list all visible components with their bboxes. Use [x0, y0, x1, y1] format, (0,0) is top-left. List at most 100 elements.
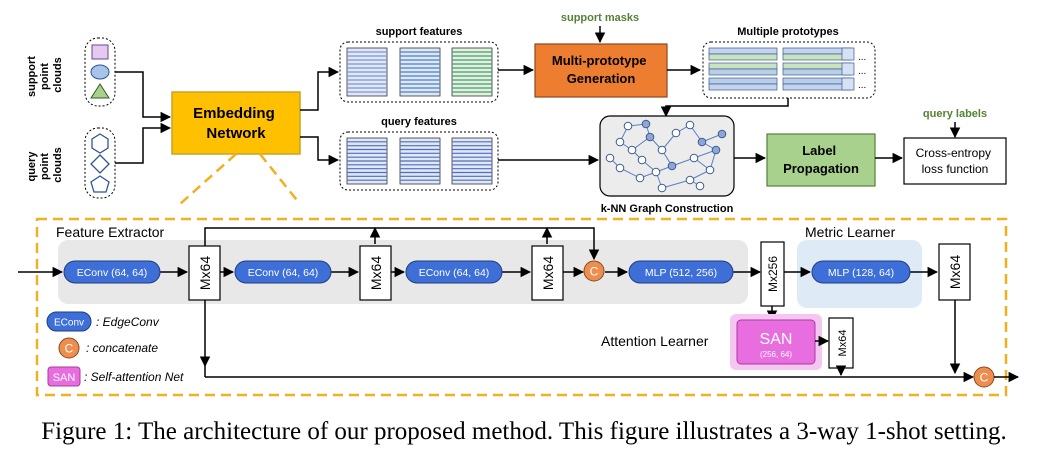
prototype-ellipsis: ... — [858, 66, 866, 77]
legend-econv-text: : EdgeConv — [96, 315, 160, 329]
graph-node — [685, 175, 695, 185]
graph-node — [641, 119, 651, 129]
legend-san-icon-label: SAN — [53, 372, 76, 384]
query-features-label: query features — [381, 116, 457, 128]
legend-econv-icon-label: EConv — [54, 318, 84, 329]
mx64-block-3-label: Mx64 — [540, 256, 556, 290]
embedding-network-title: Embedding Network — [193, 105, 279, 142]
embedding-to-support-features-arrow — [300, 66, 340, 111]
legend-concat-icon — [58, 337, 80, 359]
support-masks-label: support masks — [561, 12, 639, 24]
econv-block-1-label: EConv (64, 64) — [77, 267, 148, 279]
graph-node — [637, 155, 647, 165]
prototype-bar — [708, 77, 778, 85]
graph-node — [685, 120, 695, 130]
prototype-bar — [708, 83, 778, 91]
query-labels-label: query labels — [923, 108, 987, 120]
prototype-bar — [782, 77, 852, 85]
support-feature-stacks — [346, 47, 493, 97]
mlp-128-64-block — [811, 260, 911, 284]
prototype-bar — [782, 62, 852, 70]
label-propagation-box — [766, 133, 876, 187]
econv-block-1 — [63, 260, 161, 284]
graph-node — [615, 137, 625, 147]
graph-node — [635, 173, 645, 183]
graph-node — [615, 163, 625, 173]
multiple-prototypes-group — [702, 41, 876, 99]
mx64-block-1 — [188, 245, 221, 301]
graph-node — [717, 129, 727, 139]
econv-block-2 — [234, 260, 332, 284]
query-features-group — [339, 131, 499, 191]
graph-node — [711, 145, 721, 155]
graph-node — [689, 153, 699, 163]
embedding-to-query-features-arrow — [300, 136, 340, 166]
graph-node — [705, 165, 715, 175]
knn-graph-label: k-NN Graph Construction — [601, 203, 734, 215]
skip-connection-top — [204, 227, 600, 261]
mx64-attention-block-label: Mx64 — [837, 330, 849, 357]
prototype-bar — [708, 47, 778, 55]
label-propagation-title: Label Propagation — [783, 143, 859, 176]
zoom-line-left — [179, 153, 237, 205]
mx64-output-block-label: Mx64 — [947, 255, 963, 289]
graph-node — [695, 181, 705, 191]
query-shapes-group — [84, 127, 116, 199]
prototype-bar — [708, 53, 778, 61]
mx64-block-3 — [531, 245, 564, 301]
concat-node-1 — [583, 260, 605, 282]
prototype-bar — [841, 47, 855, 61]
prototype-bar — [782, 47, 852, 55]
graph-node — [667, 161, 677, 171]
support-features-group — [339, 41, 499, 103]
graph-node — [645, 132, 655, 142]
graph-node — [627, 145, 637, 155]
knn-graph — [605, 119, 727, 193]
graph-node — [697, 137, 707, 147]
knn-graph-box — [599, 115, 735, 197]
loss-function-box — [903, 137, 1007, 185]
query-point-clouds-label: query point clouds — [26, 147, 64, 182]
hexagon-shape-icon — [91, 133, 109, 154]
prototype-ellipsis: ... — [858, 52, 866, 63]
embedding-network-box — [171, 91, 301, 155]
triangle-shape-icon — [90, 83, 110, 99]
pentagon-shape-icon — [90, 175, 110, 193]
support-features-label: support features — [376, 26, 463, 38]
circle-shape-icon — [90, 64, 110, 80]
graph-edge — [661, 179, 691, 189]
legend-san-icon — [47, 366, 81, 387]
prototype-ellipsis: ... — [858, 80, 866, 91]
square-shape-icon — [91, 44, 109, 60]
query-feature-stacks — [346, 137, 493, 185]
mx64-block-1-label: Mx64 — [197, 256, 213, 290]
prototype-bar — [708, 62, 778, 70]
prototype-bar — [782, 83, 852, 91]
graph-node — [671, 128, 681, 138]
metric-learner-label: Metric Learner — [805, 224, 896, 240]
prototype-rows — [708, 47, 855, 91]
graph-node — [623, 121, 633, 131]
prototype-bar — [841, 62, 855, 76]
feature-extractor-label: Feature Extractor — [56, 224, 164, 240]
san-block — [736, 319, 816, 365]
query-to-embedding-arrow — [115, 122, 172, 164]
graph-node — [657, 183, 667, 193]
mx256-block-label: Mx256 — [766, 256, 780, 292]
multiple-prototypes-label: Multiple prototypes — [737, 26, 838, 38]
legend-san-text: : Self-attention Net — [84, 370, 184, 384]
mx64-block-2 — [359, 245, 392, 301]
prototype-bar — [782, 53, 852, 61]
prototype-bar — [841, 77, 855, 91]
architecture-diagram: support point clouds query point clouds … — [18, 12, 1020, 397]
graph-node — [651, 167, 661, 177]
graph-node — [605, 153, 615, 163]
zoom-line-right — [259, 153, 301, 205]
loss-function-title: Cross-entropy loss function — [916, 146, 995, 176]
mlp-512-256-label: MLP (512, 256) — [645, 267, 717, 279]
econv-block-3-label: EConv (64, 64) — [419, 267, 490, 279]
legend-concat-icon-label: C — [65, 342, 74, 356]
mlp-512-256-block — [628, 260, 734, 284]
legend-concat-text: : concatenate — [86, 341, 158, 355]
multi-prototype-generation-title: Multi-prototype Generation — [552, 53, 650, 86]
